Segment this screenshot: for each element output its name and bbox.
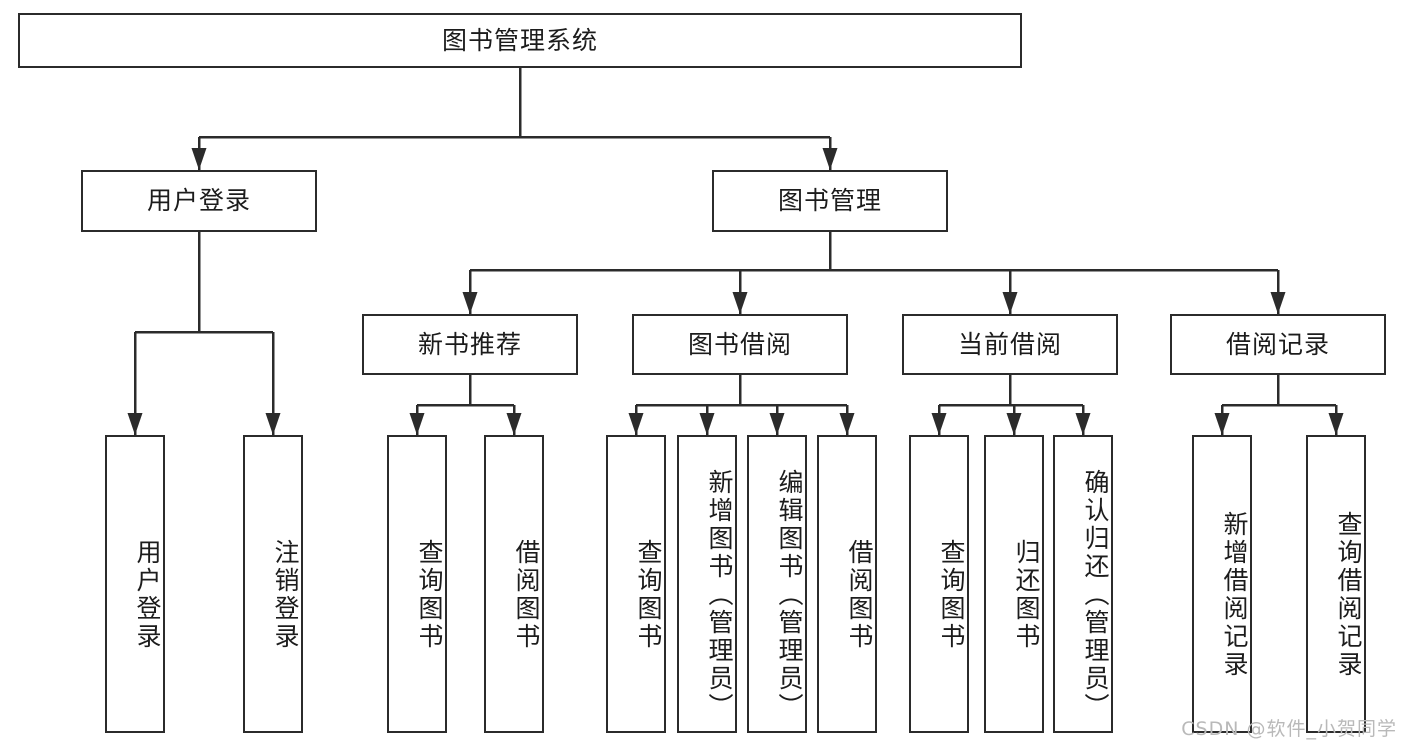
arrowhead-icon — [1270, 292, 1286, 314]
csdn-watermark: CSDN @软件_小贺同学 — [1181, 718, 1397, 740]
node-l6[interactable]: 新增图书（管理员） — [677, 435, 737, 733]
node-n2b[interactable]: 图书管理 — [712, 170, 948, 232]
node-label: 用户登录 — [133, 539, 162, 651]
node-label: 借阅记录 — [1225, 329, 1330, 359]
node-l3[interactable]: 查询图书 — [387, 435, 447, 733]
arrowhead-icon — [462, 292, 478, 314]
arrowhead-icon — [822, 148, 838, 170]
node-label: 新增图书（管理员） — [705, 469, 734, 721]
arrowhead-icon — [409, 413, 425, 435]
node-label: 注销登录 — [271, 539, 300, 651]
node-l7[interactable]: 编辑图书（管理员） — [747, 435, 807, 733]
arrowhead-icon — [1006, 413, 1022, 435]
node-label: 编辑图书（管理员） — [775, 469, 804, 721]
arrowhead-icon — [769, 413, 785, 435]
node-l11[interactable]: 确认归还（管理员） — [1053, 435, 1113, 733]
arrowhead-icon — [191, 148, 207, 170]
node-n3d[interactable]: 借阅记录 — [1170, 314, 1386, 375]
node-label: 新增借阅记录 — [1220, 511, 1249, 679]
node-label: 图书借阅 — [687, 329, 792, 359]
node-l1[interactable]: 用户登录 — [105, 435, 165, 733]
node-n3a[interactable]: 新书推荐 — [362, 314, 578, 375]
node-l4[interactable]: 借阅图书 — [484, 435, 544, 733]
node-l9[interactable]: 查询图书 — [909, 435, 969, 733]
node-label: 当前借阅 — [957, 329, 1062, 359]
node-label: 图书管理系统 — [441, 25, 598, 55]
arrowhead-icon — [1002, 292, 1018, 314]
arrowhead-icon — [506, 413, 522, 435]
node-l10[interactable]: 归还图书 — [984, 435, 1044, 733]
node-n2a[interactable]: 用户登录 — [81, 170, 317, 232]
arrowhead-icon — [699, 413, 715, 435]
arrowhead-icon — [732, 292, 748, 314]
node-label: 新书推荐 — [417, 329, 522, 359]
node-label: 确认归还（管理员） — [1081, 469, 1110, 721]
node-label: 借阅图书 — [512, 539, 541, 651]
arrowhead-icon — [127, 413, 143, 435]
node-label: 查询图书 — [634, 539, 663, 651]
node-n3c[interactable]: 当前借阅 — [902, 314, 1118, 375]
arrowhead-icon — [1214, 413, 1230, 435]
node-label: 查询图书 — [937, 539, 966, 651]
node-l2[interactable]: 注销登录 — [243, 435, 303, 733]
node-label: 归还图书 — [1012, 539, 1041, 651]
node-root[interactable]: 图书管理系统 — [18, 13, 1022, 68]
arrowhead-icon — [931, 413, 947, 435]
arrowhead-icon — [628, 413, 644, 435]
arrowhead-icon — [265, 413, 281, 435]
node-l12[interactable]: 新增借阅记录 — [1192, 435, 1252, 733]
node-l13[interactable]: 查询借阅记录 — [1306, 435, 1366, 733]
arrowhead-icon — [1075, 413, 1091, 435]
node-label: 查询借阅记录 — [1334, 511, 1363, 679]
node-label: 用户登录 — [146, 186, 251, 216]
node-l8[interactable]: 借阅图书 — [817, 435, 877, 733]
node-label: 借阅图书 — [845, 539, 874, 651]
node-label: 图书管理 — [777, 186, 882, 216]
arrowhead-icon — [1328, 413, 1344, 435]
node-label: 查询图书 — [415, 539, 444, 651]
node-l5[interactable]: 查询图书 — [606, 435, 666, 733]
node-n3b[interactable]: 图书借阅 — [632, 314, 848, 375]
arrowhead-icon — [839, 413, 855, 435]
